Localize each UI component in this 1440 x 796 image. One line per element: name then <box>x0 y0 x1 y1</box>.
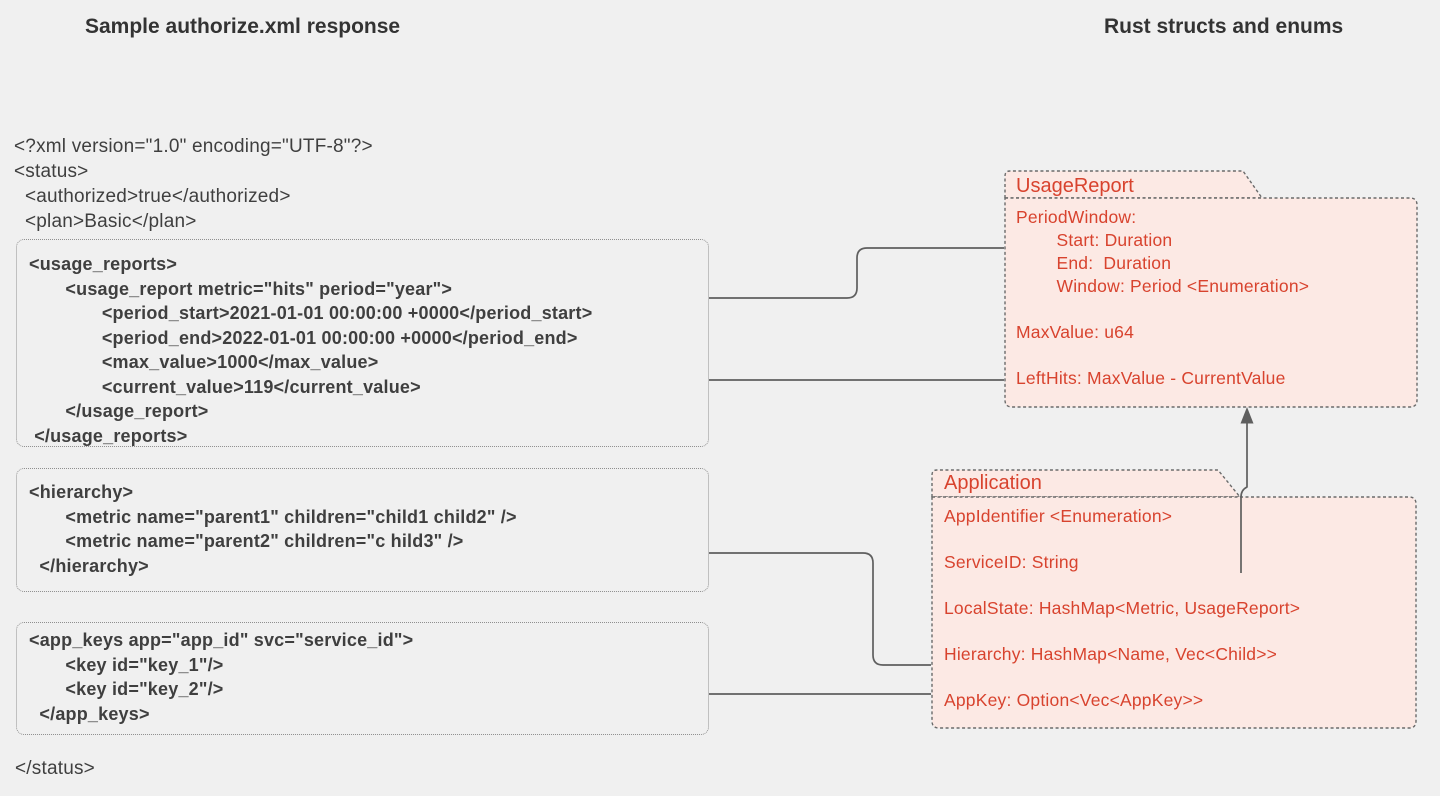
folder-tab-application <box>931 469 1242 498</box>
xml-box-app-keys: <app_keys app="app_id" svc="service_id">… <box>16 622 709 735</box>
connector-hierarchy-to-application <box>709 552 931 666</box>
struct-shape-application <box>931 469 1417 729</box>
hierarchy-code: <hierarchy> <metric name="parent1" child… <box>29 482 517 576</box>
struct-fields-usagereport: PeriodWindow: Start: Duration End: Durat… <box>1016 207 1310 388</box>
xml-prologue: <?xml version="1.0" encoding="UTF-8"?> <… <box>14 136 373 232</box>
right-column-title: Rust structs and enums <box>1104 15 1344 38</box>
struct-shape-usagereport <box>1004 170 1418 408</box>
xml-epilogue: </status> <box>15 758 95 779</box>
arrow-up-icon <box>1240 407 1254 424</box>
struct-title-usagereport: UsageReport <box>1016 175 1134 197</box>
arrow-application-to-usagereport <box>1240 407 1254 573</box>
usage-reports-code: <usage_reports> <usage_report metric="hi… <box>29 254 593 446</box>
arrow-shaft <box>1240 423 1248 573</box>
app-keys-code: <app_keys app="app_id" svc="service_id">… <box>29 630 414 724</box>
folder-body-application <box>931 496 1417 729</box>
xml-box-usage-reports: <usage_reports> <usage_report metric="hi… <box>16 239 709 447</box>
folder-tab-usagereport <box>1004 170 1264 199</box>
struct-title-application: Application <box>944 472 1042 494</box>
struct-fields-application: AppIdentifier <Enumeration> ServiceID: S… <box>944 506 1301 710</box>
left-column-title: Sample authorize.xml response <box>85 15 401 38</box>
folder-body-usagereport <box>1004 197 1418 408</box>
connector-usage-report-to-usagereport-top <box>709 247 1004 299</box>
xml-box-hierarchy: <hierarchy> <metric name="parent1" child… <box>16 468 709 592</box>
